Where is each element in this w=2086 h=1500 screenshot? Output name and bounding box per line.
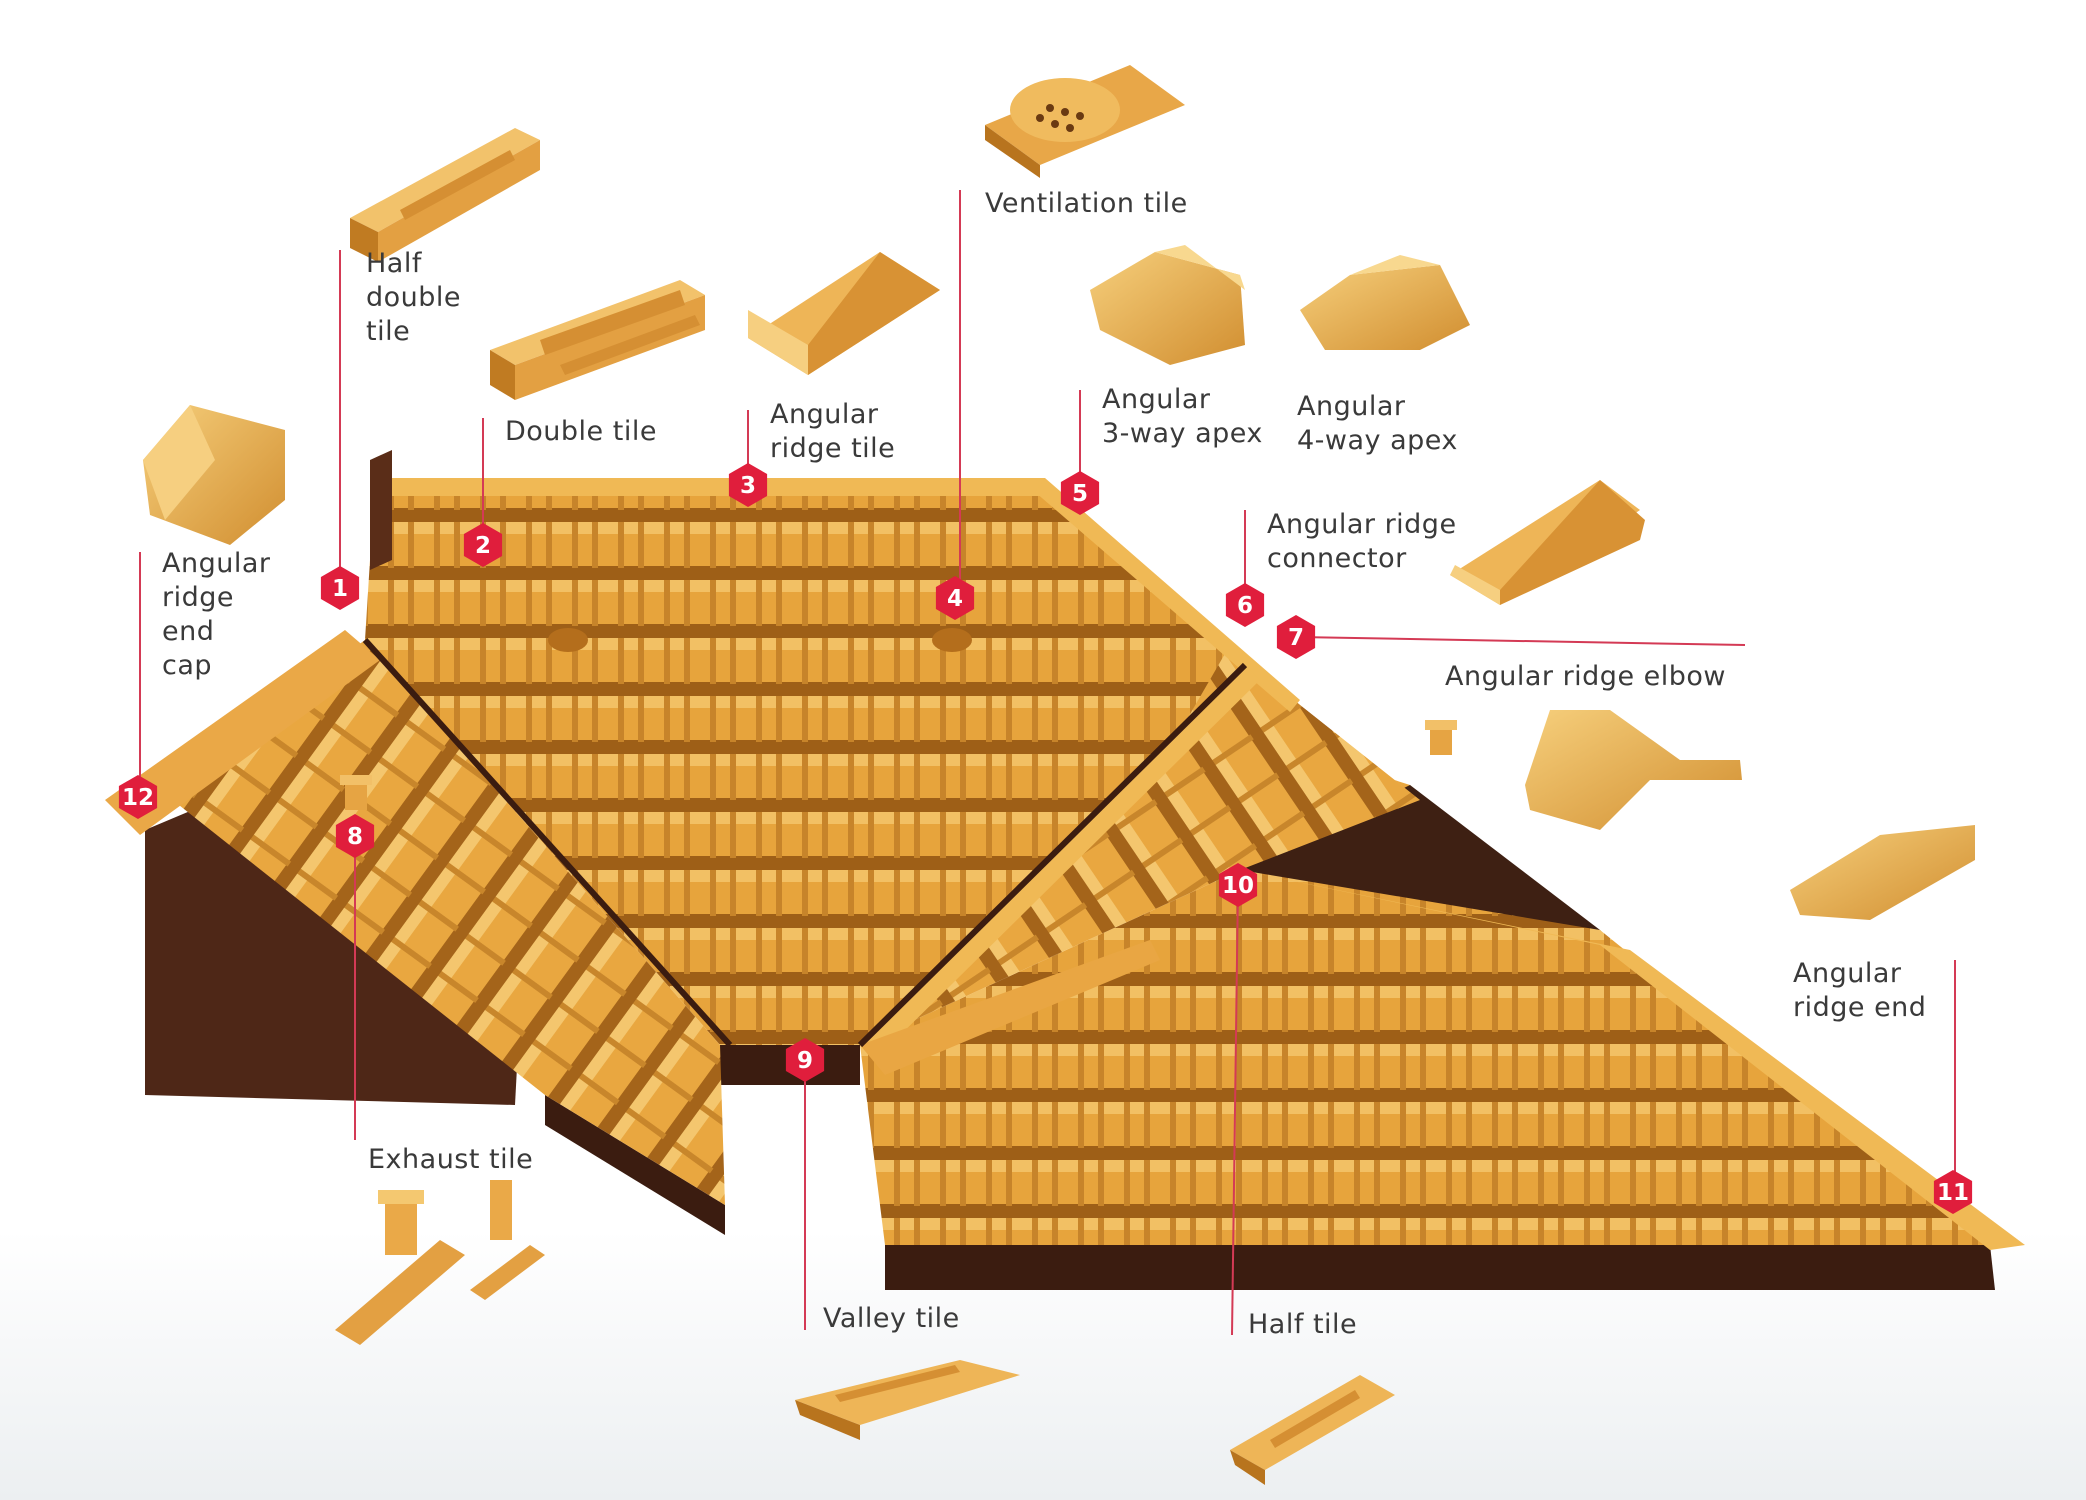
roof-vent-2	[932, 628, 972, 652]
left-wall	[145, 790, 520, 1105]
ventilation-tile-icon	[985, 65, 1185, 178]
badge-number: 4	[947, 586, 963, 612]
angular-ridge-end-cap-icon	[143, 405, 285, 545]
badge-hexagon-icon	[1218, 863, 1258, 907]
badge-7: 7	[1276, 615, 1316, 659]
angular-ridge-end-icon	[1790, 825, 1975, 920]
label-exhaust-tile: Exhaust tile	[368, 1144, 534, 1175]
roof-exhaust-right	[1430, 725, 1452, 755]
gable-fin	[370, 450, 392, 570]
badge-number: 12	[122, 785, 154, 811]
left-hip-ridge	[105, 630, 380, 835]
label-half-tile: Half tile	[1248, 1309, 1358, 1340]
badge-hexagon-icon	[463, 523, 503, 567]
badge-hexagon-icon	[320, 566, 360, 610]
badge-6: 6	[1225, 583, 1265, 627]
top-ridge	[385, 478, 1052, 496]
label-angular-4-way-apex: Angular 4-way apex	[1297, 391, 1458, 456]
badge-number: 9	[797, 1048, 813, 1074]
front-left-eave-ridge	[860, 940, 1160, 1075]
valley-line-left	[362, 637, 733, 1048]
badge-number: 11	[1937, 1180, 1969, 1206]
valley-tile-icon	[795, 1360, 1020, 1440]
badge-number: 3	[740, 473, 756, 499]
angular-4-way-apex-icon	[1300, 255, 1470, 350]
angular-ridge-tile-icon	[748, 252, 940, 375]
angular-3-way-apex-icon	[1090, 245, 1245, 365]
label-angular-3-way-apex: Angular 3-way apex	[1102, 384, 1263, 449]
roof-exhaust-left-cap	[340, 775, 372, 785]
roof-exhaust-right-cap	[1425, 720, 1457, 730]
badge-hexagon-icon	[935, 576, 975, 620]
label-double-tile: Double tile	[505, 416, 657, 447]
label-angular-ridge-tile: Angular ridge tile	[770, 399, 896, 464]
leader-lines	[139, 190, 1956, 1336]
badge-number: 6	[1237, 593, 1253, 619]
valley-line-right	[857, 662, 1248, 1048]
label-angular-ridge-connector: Angular ridge connector	[1267, 509, 1457, 574]
label-angular-ridge-end-cap: Angular ridge end cap	[162, 548, 271, 681]
badge-hexagon-icon	[335, 814, 375, 858]
badge-hexagon-icon	[118, 775, 158, 819]
badge-hexagon-icon	[1933, 1170, 1973, 1214]
badge-8: 8	[335, 814, 375, 858]
label-ventilation-tile: Ventilation tile	[985, 188, 1188, 219]
badge-number: 8	[347, 824, 363, 850]
badge-hexagon-icon	[1276, 615, 1316, 659]
left-fascia	[545, 1095, 725, 1235]
label-half-double-tile: Half double tile	[366, 248, 462, 347]
badge-11: 11	[1933, 1170, 1973, 1214]
badge-number: 5	[1072, 481, 1088, 507]
double-tile-icon	[490, 280, 705, 400]
badge-hexagon-icon	[1060, 471, 1100, 515]
badge-hexagon-icon	[728, 463, 768, 507]
label-valley-tile: Valley tile	[823, 1303, 960, 1334]
angular-ridge-elbow-icon	[1525, 710, 1742, 830]
label-angular-ridge-end: Angular ridge end	[1793, 958, 1927, 1023]
front-fascia	[885, 1245, 1995, 1290]
badge-9: 9	[785, 1038, 825, 1082]
right-hip-ridge	[1035, 478, 1300, 712]
badge-number: 1	[332, 576, 348, 602]
roof-illustration	[105, 450, 2025, 1290]
angular-ridge-connector-icon	[1450, 480, 1645, 605]
badge-1: 1	[320, 566, 360, 610]
half-tile-icon	[1230, 1375, 1395, 1485]
badge-number: 10	[1222, 873, 1254, 899]
half-double-tile-icon	[350, 128, 540, 262]
leader-10	[1231, 884, 1239, 1336]
leader-7	[1297, 636, 1746, 646]
front-right-ridge	[1240, 870, 2025, 1250]
roof-vent-1	[548, 628, 588, 652]
badge-hexagon-icon	[1225, 583, 1265, 627]
badge-2: 2	[463, 523, 503, 567]
label-angular-ridge-elbow: Angular ridge elbow	[1445, 661, 1726, 692]
badge-number: 7	[1288, 625, 1304, 651]
left-hip-plane	[160, 640, 725, 1205]
badge-3: 3	[728, 463, 768, 507]
badge-hexagon-icon	[785, 1038, 825, 1082]
badge-number: 2	[475, 533, 491, 559]
badge-10: 10	[1218, 863, 1258, 907]
badge-12: 12	[118, 775, 158, 819]
front-gable-roof	[860, 665, 1420, 1045]
roof-exhaust-left	[345, 780, 367, 810]
badge-4: 4	[935, 576, 975, 620]
badge-5: 5	[1060, 471, 1100, 515]
exhaust-tile-icon	[335, 1180, 545, 1345]
front-left-ridge	[860, 665, 1260, 1060]
